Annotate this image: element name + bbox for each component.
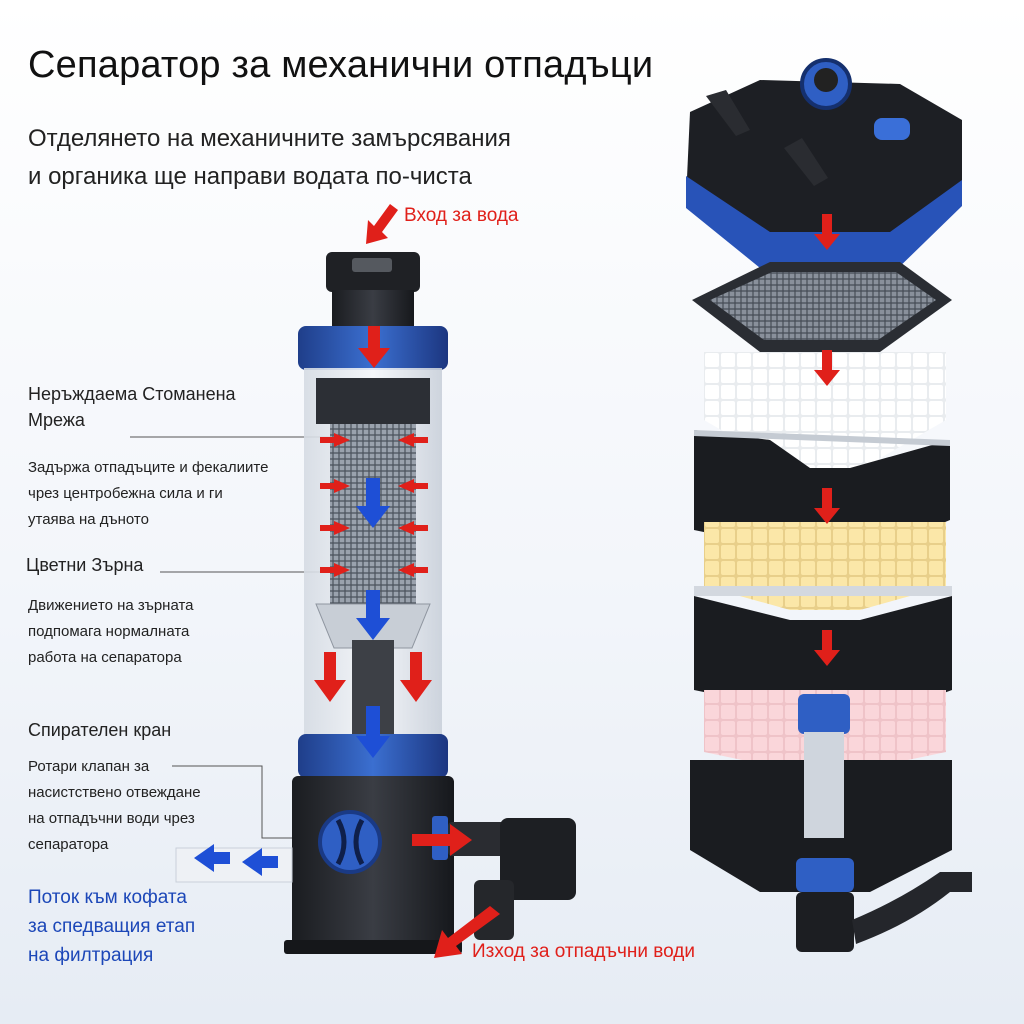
- inlet-red-arrow: [366, 204, 398, 244]
- valve-description: Ротари клапан за насистствено отвеждане …: [28, 754, 201, 858]
- valve-desc-line-1: Ротари клапан за: [28, 758, 150, 775]
- water-inlet-label: Вход за вода: [404, 205, 519, 226]
- subtitle-line-2: и органика ще направи водата по-чиста: [28, 163, 472, 190]
- subtitle-line-1: Отделянето на механичните замърсявания: [28, 125, 511, 152]
- grains-desc-line-3: работа на сепаратора: [28, 649, 182, 666]
- canister-filter: [686, 58, 972, 952]
- canister-red-arrows: [814, 214, 840, 666]
- flow-line-2: за спедващия етап: [28, 916, 196, 937]
- grains-desc-line-1: Движениeто на зърната: [28, 597, 194, 614]
- media-basket-2: [694, 596, 952, 724]
- separator-device: [175, 252, 576, 954]
- bottom-blue-ring: [298, 734, 448, 778]
- media-basket-3: [690, 760, 952, 892]
- valve-desc-line-4: сепаратора: [28, 836, 109, 853]
- mesh-title-line-2: Мрежа: [28, 410, 85, 430]
- waste-outlet-pipe: [448, 822, 520, 856]
- filter-button: [874, 118, 910, 140]
- steel-mesh-cylinder: [330, 424, 416, 604]
- valve-desc-line-2: насистствено отвеждане: [28, 784, 201, 801]
- grid-tray: [692, 262, 952, 352]
- red-flow-arrows: [314, 204, 500, 958]
- yellow-media-layer: [704, 522, 946, 610]
- pink-media-layer: [704, 690, 946, 770]
- filter-top-knob: [800, 58, 852, 110]
- filter-head: [686, 80, 962, 266]
- page-subtitle: Отделянето на механичните замърсявания и…: [28, 120, 648, 196]
- blue-flow-arrows: [194, 478, 390, 876]
- top-blue-ring: [298, 326, 448, 370]
- rotary-valve-knob: [318, 810, 382, 874]
- flow-line-3: на филтрация: [28, 945, 154, 966]
- mesh-desc-line-3: утаява на дъното: [28, 511, 149, 528]
- outlet-red-arrow: [412, 824, 472, 856]
- valve-desc-line-3: на отпадъчни води чрез: [28, 810, 195, 827]
- mesh-title: Неръждаема Стоманена Мрежа: [28, 381, 236, 433]
- grains-desc-line-2: подпомага нормалната: [28, 623, 190, 640]
- mesh-description: Задържа отпадъците и фекалиите чрез цент…: [28, 455, 268, 533]
- side-arrows-left: [320, 433, 350, 577]
- mesh-title-line-1: Неръждаема Стоманена: [28, 384, 236, 404]
- valve-title: Спирателен кран: [28, 720, 172, 740]
- device-base: [292, 776, 454, 946]
- white-media-layer: [704, 352, 946, 470]
- embedded-separator: [798, 694, 850, 734]
- grains-title: Цветни Зърна: [26, 555, 144, 575]
- side-arrows-right: [398, 433, 428, 577]
- flow-line-1: Поток към кофата: [28, 887, 187, 908]
- glass-tube: [304, 368, 442, 738]
- top-cap: [326, 252, 420, 292]
- page-title: Сепаратор за механични отпадъци: [28, 44, 654, 86]
- mesh-desc-line-1: Задържа отпадъците и фекалиите: [28, 459, 269, 476]
- filter-hose: [852, 872, 972, 944]
- flow-to-bucket-label: Поток към кофата за спедващия етап на фи…: [28, 883, 195, 970]
- media-basket-1: [694, 430, 950, 562]
- grains-description: Движениeто на зърната подпомага нормална…: [28, 593, 194, 671]
- waste-outlet-label: Изход за отпадъчни води: [472, 941, 695, 962]
- mesh-desc-line-2: чрез центробежна сила и ги: [28, 485, 223, 502]
